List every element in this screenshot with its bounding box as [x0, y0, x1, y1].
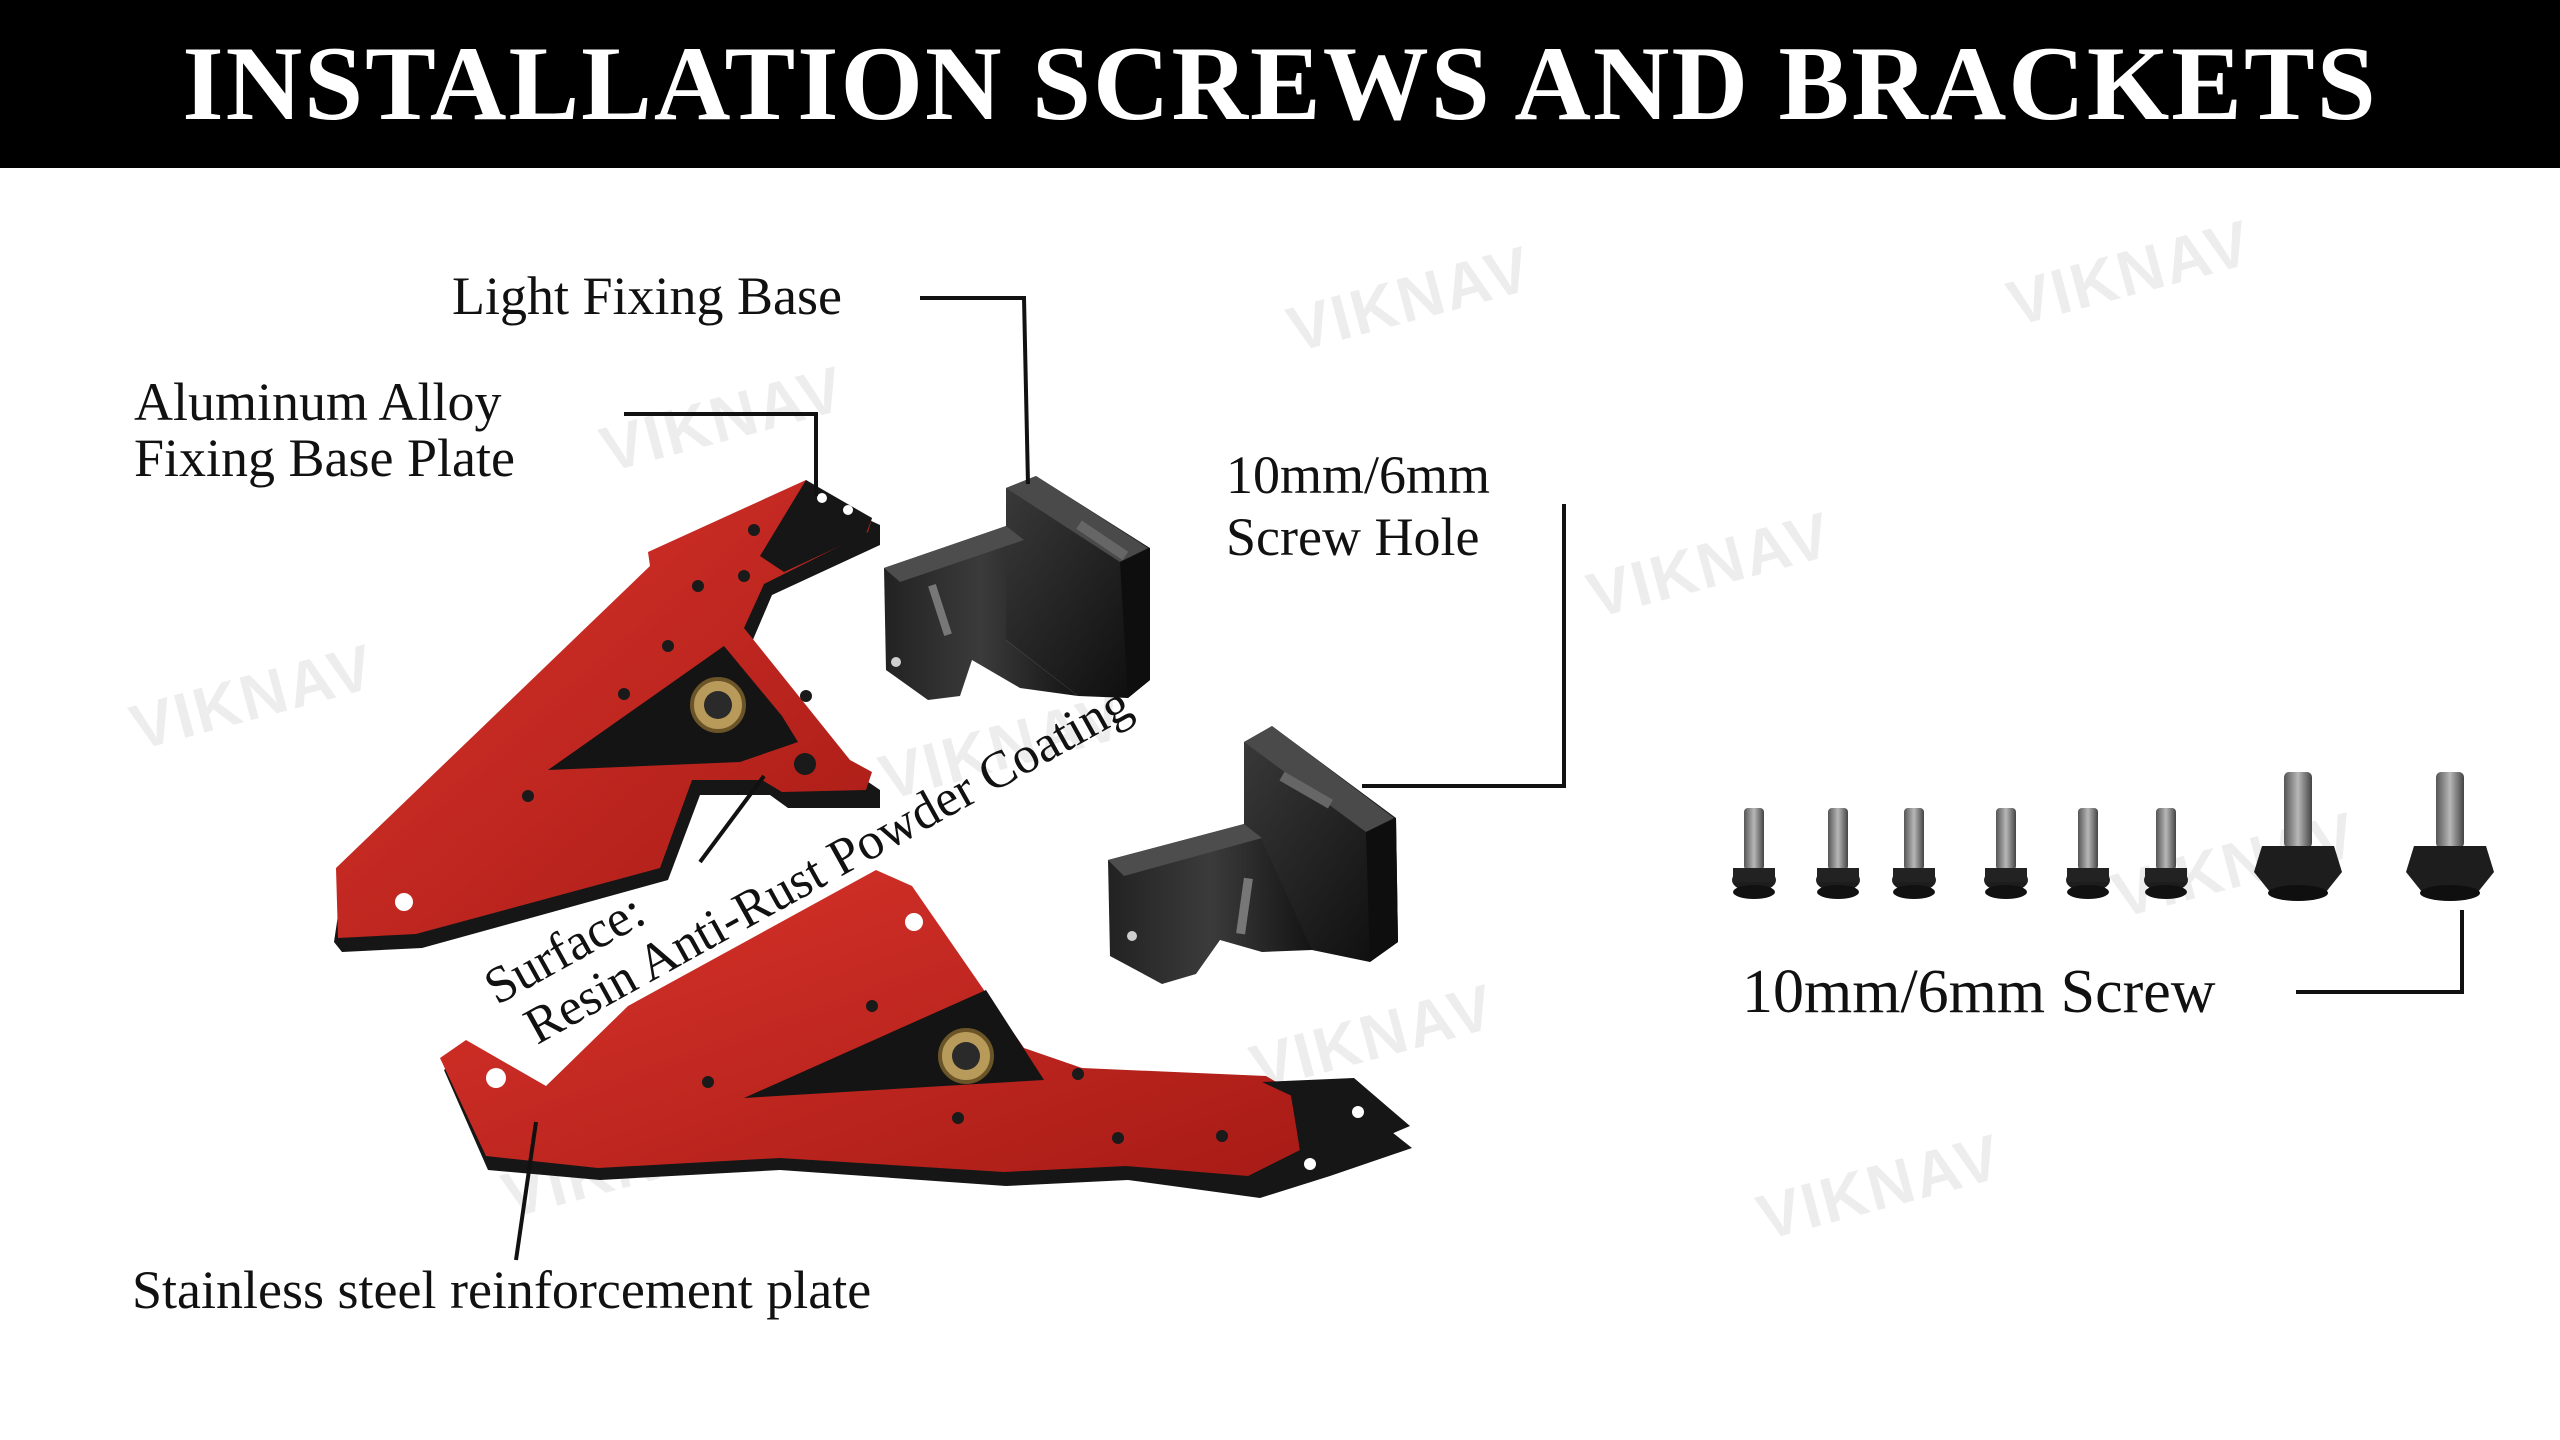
leader-base-plate — [624, 412, 818, 496]
base-plate-label-line1: Aluminum Alloy — [134, 372, 502, 432]
small-screw — [1984, 808, 2028, 899]
leader-screw-hole — [1362, 504, 1566, 788]
reinforcement-plate-label: Stainless steel reinforcement plate — [132, 1260, 872, 1320]
leader-reinforcement — [514, 1121, 538, 1261]
leader-screw — [2296, 910, 2464, 994]
screw-hole-label-line1: 10mm/6mm — [1226, 445, 1491, 505]
base-plate-label-line2: Fixing Base Plate — [134, 428, 515, 488]
screw-set — [1732, 772, 2494, 901]
leader-lines — [514, 296, 2464, 1261]
screw-hole-label: 10mm/6mm Screw Hole — [1226, 444, 1490, 568]
upper-plate-red — [336, 480, 872, 938]
small-screw — [1892, 808, 1936, 899]
light-fixing-base-block — [884, 476, 1150, 700]
small-screw — [2066, 808, 2110, 899]
base-plate-label: Aluminum Alloy Fixing Base Plate — [134, 374, 515, 486]
large-screw — [2254, 772, 2342, 901]
large-screw — [2406, 772, 2494, 901]
leader-surface — [698, 774, 766, 864]
small-screw — [1732, 808, 1776, 899]
lower-plate-red — [440, 870, 1300, 1176]
screw-hole-block — [1108, 726, 1398, 984]
leader-light-fixing-base — [920, 296, 1030, 485]
small-screw — [1816, 808, 1860, 899]
upper-plate-black-tip — [760, 480, 872, 572]
screw-hole-label-line2: Screw Hole — [1226, 507, 1480, 567]
title-banner: INSTALLATION SCREWS AND BRACKETS — [0, 0, 2560, 168]
lower-bracket-plate — [440, 870, 1412, 1198]
screw-hole — [486, 1068, 506, 1088]
light-fixing-base-label: Light Fixing Base — [452, 266, 842, 326]
screw-hole — [395, 893, 413, 911]
lower-plate-black-tip — [1262, 1078, 1410, 1160]
page-title: INSTALLATION SCREWS AND BRACKETS — [182, 25, 2378, 142]
screw-label: 10mm/6mm Screw — [1742, 958, 2216, 1026]
upper-bracket-plate — [334, 480, 880, 952]
small-screw — [2144, 808, 2188, 899]
upper-plate-inlay — [548, 646, 798, 770]
